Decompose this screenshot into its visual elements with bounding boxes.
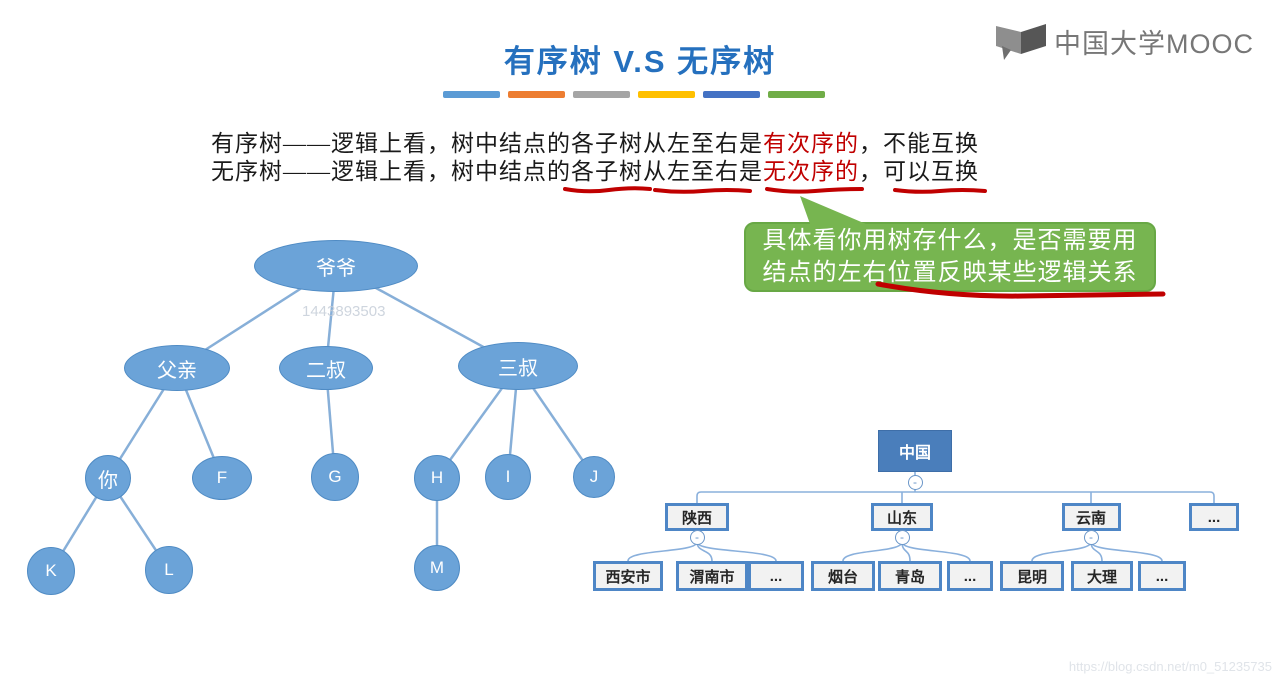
tree-edge <box>1031 541 1092 562</box>
org-node-city: 昆明 <box>1000 561 1064 591</box>
org-node-city: ... <box>1138 561 1186 591</box>
org-node-city: 青岛 <box>878 561 942 591</box>
highlight-unordered: 无次序的 <box>763 159 859 184</box>
collapse-minus-icon: - <box>907 474 923 490</box>
divider-bar <box>508 91 565 98</box>
tree-edge <box>627 541 698 562</box>
org-node-province: ... <box>1189 503 1239 531</box>
tree-edge <box>901 541 971 562</box>
definition-text: 有序树——逻辑上看，树中结点的各子树从左至右是 <box>211 131 763 156</box>
definition-line-ordered: 有序树——逻辑上看，树中结点的各子树从左至右是有次序的，不能互换 <box>211 130 979 158</box>
org-node-city: ... <box>748 561 804 591</box>
collapse-minus-icon: - <box>689 529 705 545</box>
title-divider <box>443 91 825 98</box>
tree-edge <box>696 541 713 562</box>
divider-bar <box>768 91 825 98</box>
divider-bar <box>703 91 760 98</box>
tree-edge <box>842 541 903 562</box>
family-node-K: K <box>27 547 75 595</box>
family-node-fuqin: 父亲 <box>124 345 230 391</box>
org-node-province: 山东 <box>871 503 933 531</box>
collapse-minus-icon: - <box>894 529 910 545</box>
page-title: 有序树 V.S 无序树 <box>503 44 777 79</box>
org-node-province: 云南 <box>1061 503 1121 531</box>
definition-text: 无序树——逻辑上看，树中结点的各子树从左至右是 <box>211 159 763 184</box>
org-node-province: 陕西 <box>665 503 729 531</box>
tree-edge <box>696 541 777 562</box>
collapse-minus-icon: - <box>1083 529 1099 545</box>
divider-bar <box>443 91 500 98</box>
highlight-ordered: 有次序的 <box>763 131 859 156</box>
family-node-F: F <box>192 456 252 500</box>
tree-edge <box>1090 541 1163 562</box>
underline-mark <box>765 187 864 194</box>
underline-mark <box>893 188 987 194</box>
org-node-city: 大理 <box>1071 561 1133 591</box>
family-node-sanshu: 三叔 <box>458 342 578 390</box>
family-node-M: M <box>414 545 460 591</box>
callout-note: 具体看你用树存什么，是否需要用 结点的左右位置反映某些逻辑关系 <box>744 222 1156 292</box>
definition-line-unordered: 无序树——逻辑上看，树中结点的各子树从左至右是无次序的，可以互换 <box>211 158 979 186</box>
divider-bar <box>638 91 695 98</box>
brand-name: 中国大学MOOC <box>1054 28 1254 59</box>
watermark-id: 1443893503 <box>302 303 386 320</box>
divider-bar <box>573 91 630 98</box>
org-node-city: ... <box>947 561 993 591</box>
org-node-city: 烟台 <box>811 561 875 591</box>
watermark-url: https://blog.csdn.net/m0_51235735 <box>1068 659 1272 674</box>
underline-mark <box>653 188 752 194</box>
family-node-G: G <box>311 453 359 501</box>
family-node-ni: 你 <box>85 455 131 501</box>
family-node-L: L <box>145 546 193 594</box>
tree-edge <box>696 491 1215 503</box>
definitions: 有序树——逻辑上看，树中结点的各子树从左至右是有次序的，不能互换 无序树——逻辑… <box>211 130 979 186</box>
callout-line: 具体看你用树存什么，是否需要用 <box>762 228 1138 254</box>
tree-edge <box>901 541 911 562</box>
family-node-I: I <box>485 454 531 500</box>
family-node-H: H <box>414 455 460 501</box>
brand-logo: 中国大学MOOC <box>994 20 1254 62</box>
tree-edge <box>1090 541 1103 562</box>
callout-line: 结点的左右位置反映某些逻辑关系 <box>762 260 1138 286</box>
definition-text: ，可以互换 <box>859 159 979 184</box>
org-node-city: 渭南市 <box>676 561 748 591</box>
underline-mark <box>563 186 652 194</box>
definition-text: ，不能互换 <box>859 131 979 156</box>
mooc-logo-icon <box>996 24 1046 60</box>
callout-pointer <box>800 196 866 224</box>
org-node-root: 中国 <box>878 430 952 472</box>
family-node-J: J <box>573 456 615 498</box>
family-node-ershu: 二叔 <box>279 346 373 390</box>
org-node-city: 西安市 <box>593 561 663 591</box>
family-node-yeye: 爷爷 <box>254 240 418 292</box>
